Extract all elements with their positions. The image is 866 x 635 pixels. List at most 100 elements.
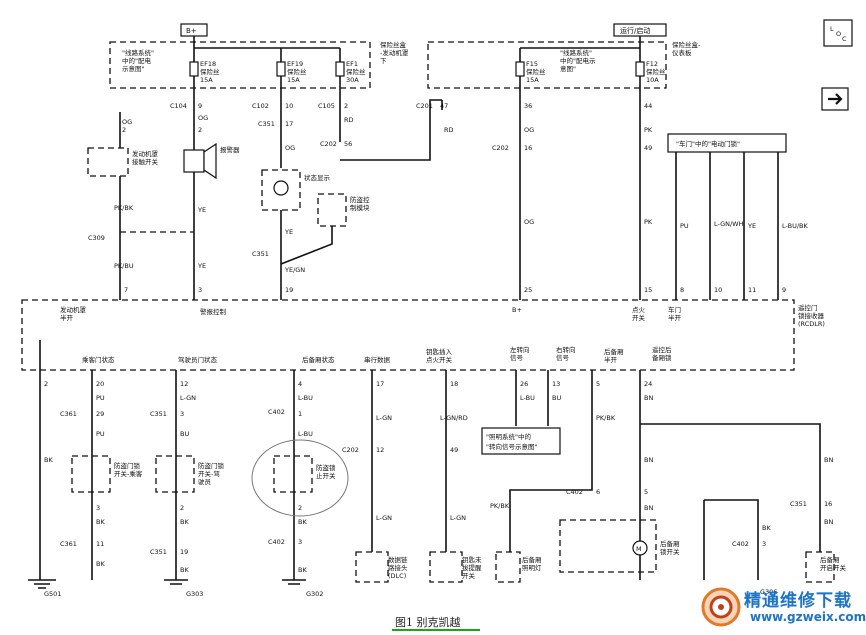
c102-label: C102 [252,102,269,110]
hood-half-open-label2: 半开 [60,313,74,322]
run-bus [520,36,641,49]
wire-bn-2: BN [644,504,653,512]
pin-56: 56 [344,140,352,148]
ignition-switch-label: 点火 [632,306,646,314]
c104-label: C104 [170,102,187,110]
led-icon [273,180,289,196]
wire-lbu-2: L-BU [520,394,535,402]
wire-pk-1: PK [644,126,653,134]
wire-bu-1: BU [552,394,561,402]
ref-line-sys-1: "线路系统" [122,48,154,57]
wire-bk-2: BK [96,518,105,526]
watermark-main-text: 精通维修下载 [744,591,852,611]
wire-bk-4: BK [298,518,307,526]
key-warn-switch-label: 钥匙未 [462,555,482,564]
lighting-ref-box [481,427,561,455]
receiver-label3: (RCDLR) [798,320,825,328]
trunk-half-open: 后备厢 [604,347,624,356]
run-start-tag-text: 运行/启动 [620,26,650,35]
wire-rd-2: RD [444,126,454,134]
svg-text:EF1: EF1 [346,60,358,68]
pin-2-g501: 2 [44,380,48,388]
svg-text:F15: F15 [526,60,538,68]
wire-lbubk: L-BU/BK [782,222,808,230]
pin-44: 44 [644,102,652,110]
svg-text:EF19: EF19 [287,60,303,68]
driver-door-switch-box [155,455,195,493]
passenger-door-state: 乘客门状态 [82,355,115,364]
ground-g501-icon [28,579,56,589]
pin-19: 19 [285,286,293,294]
ref-line-sys-2b: 中的"配电示 [560,56,596,65]
ref-line-sys-1c: 示意图" [122,64,145,73]
wire-pkbk-2: PK/BK [596,414,616,422]
pin-11: 11 [748,286,756,294]
pin-19-low: 19 [180,548,188,556]
pin-9: 9 [782,286,786,294]
remote-trunk: 遥控后 [652,345,672,354]
c202-label-a: C202 [320,140,337,148]
wire-bn-right [640,423,821,552]
loc-text-l: L [830,25,834,33]
wire-bk-6: BK [180,566,189,574]
trunk-lock-switch-box [559,519,657,573]
svg-text:15A: 15A [287,76,300,84]
svg-text:保险丝: 保险丝 [200,67,220,76]
dlc-label2: 路接头 [388,563,408,572]
pin-15: 15 [644,286,652,294]
c309-label: C309 [88,234,105,242]
pin-49: 49 [644,144,652,152]
wire-pkbk-trunk [509,370,593,552]
siren-icon [183,149,205,173]
alarm-control-label: 警报控制 [200,307,227,316]
key-inserted2: 点火开关 [426,355,453,364]
wire-bn-3: BN [644,456,653,464]
theft-module-label: 防盗控 [350,195,370,204]
receiver-label: 遥控门 [798,303,818,312]
wire-og-hood: OG [122,118,132,126]
dlc-label3: (DLC) [388,572,406,580]
fuse-box-engine-label: 保险丝盒 [380,40,407,49]
wire-bu-2: BU [180,430,189,438]
bplus-bus [193,36,340,49]
pin-9-top: 9 [198,102,202,110]
pin-5-trunk: 5 [644,488,648,496]
dlc-label: 数据链 [388,555,408,564]
c402-label-c: C402 [566,488,583,496]
pin-47: 47 [440,102,448,110]
fuse-box-engine-label3: 下 [380,57,387,65]
svg-text:15A: 15A [526,76,539,84]
pass-door-switch-label: 防盗门锁 [114,461,141,470]
wire-og-1: OG [198,114,208,122]
pin-3-pass: 3 [96,504,100,512]
pin-2-drv: 2 [180,504,184,512]
trunk-lock-switch-label2: 锁开关 [660,547,680,556]
g303-label: G303 [186,590,203,598]
wire-lbu-1: L-BU [298,394,313,402]
trunk-state: 后备厢状态 [302,355,335,364]
trunk-half-open2: 半开 [604,355,618,364]
c402-label-a: C402 [268,408,285,416]
pin-25: 25 [524,286,532,294]
svg-text:保险丝: 保险丝 [526,67,546,76]
watermark: 精通维修下载 www.gzweix.com [700,584,866,632]
wire-ye-3: YE [284,228,293,236]
pin-2-lock: 2 [298,504,302,512]
right-turn: 右转向 [556,345,576,354]
driver-door-switch-label3: 驶员 [198,478,212,486]
motor-m: M [636,545,642,553]
pin-17: 17 [285,120,293,128]
trunk-open-switch-label: 后备厢 [820,555,840,564]
wire-lgnrd-1: L-GN/RD [440,414,468,422]
pin-2-c105: 2 [344,102,348,110]
hood-switch-label: 发动机罩 [132,149,159,158]
receiver-label2: 锁接收器 [798,311,825,320]
wire-yegn: YE/GN [284,266,305,274]
key-warn-switch-label2: 拔提醒 [462,563,482,572]
c351-label-e: C351 [790,500,807,508]
door-lock-ref-label: "车门"中的"电动门锁" [676,139,740,148]
ref-line-sys-1b: 中的"配电 [122,56,151,65]
pin-36: 36 [524,102,532,110]
